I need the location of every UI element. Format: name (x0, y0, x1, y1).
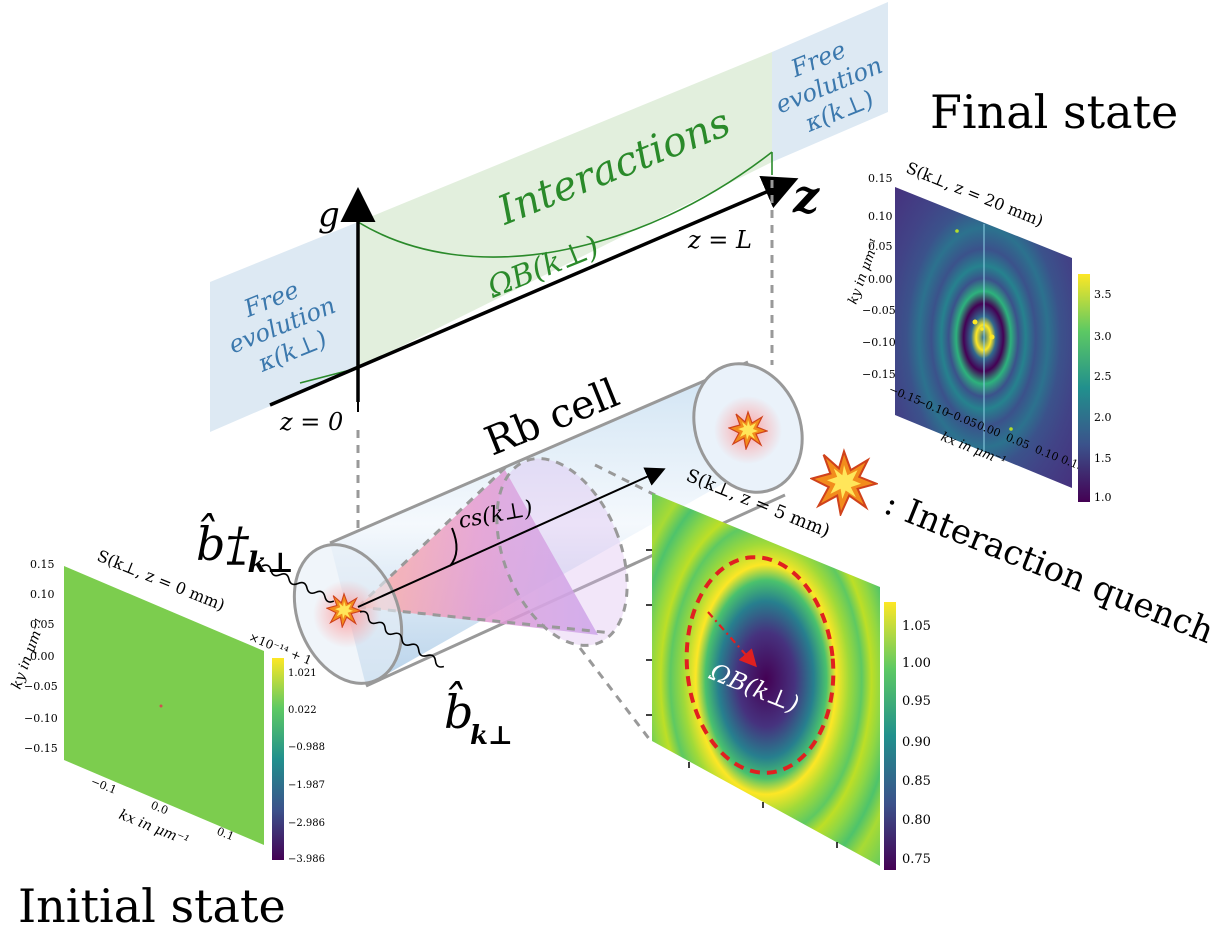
initial-title: Initial state (18, 879, 286, 930)
initial-cbar-tick: −1.987 (288, 780, 325, 791)
mid-cbar-tick: 0.75 (902, 852, 931, 867)
initial-xtick: 0.0 (149, 799, 170, 818)
final-state-plot: Final state S(k⊥, z = 20 mm) 0.15 0.10 0… (846, 85, 1179, 504)
omega-curve (357, 151, 773, 258)
z-L-label: z = L (687, 226, 752, 254)
timeline: g z Interactions ΩB(k⊥) z = 0 z = L Free… (210, 2, 888, 545)
b-dagger-label: b̂† (196, 512, 249, 571)
initial-cbar-tick: 1.021 (288, 668, 317, 679)
final-yticks: 0.15 0.10 0.05 0.00 −0.05 −0.10 −0.15 (862, 172, 896, 381)
final-ylabel: ky in μm⁻¹ (846, 237, 884, 307)
initial-ytick: −0.05 (24, 680, 58, 693)
initial-centre-dot (159, 704, 163, 708)
radius-arrow (707, 611, 757, 668)
final-cbar-tick: 1.5 (1094, 452, 1112, 465)
final-ytick: 0.10 (868, 210, 893, 223)
interaction-band (358, 52, 772, 368)
initial-cbar-tick: −0.988 (288, 742, 325, 753)
quench-ring (684, 555, 836, 775)
cone-section (495, 457, 629, 647)
initial-cbar-ticks: 1.021 0.022 −0.988 −1.987 −2.986 −3.986 (288, 668, 325, 865)
initial-xlabel: kx in μm⁻¹ (117, 807, 192, 850)
final-peak-3 (980, 327, 984, 331)
cylinder-top-edge (329, 360, 749, 545)
initial-ytick: 0.15 (30, 558, 55, 571)
final-ytick: 0.15 (868, 172, 893, 185)
mid-cbar-tick: 1.05 (902, 619, 931, 634)
final-cbar-tick: 3.0 (1094, 330, 1112, 343)
final-cbar-ticks: 3.5 3.0 2.5 2.0 1.5 1.0 (1094, 288, 1112, 504)
rb-cell: cs(k⊥) Rb cell b̂† −k⊥ b̂ k⊥ (196, 360, 804, 751)
initial-ytick: −0.15 (24, 742, 58, 755)
z-zero-label: z = 0 (279, 408, 343, 436)
final-title: Final state (930, 85, 1178, 139)
b-dagger-subscript: −k⊥ (224, 546, 294, 579)
mid-axis-ticks (646, 549, 838, 848)
final-peak-5 (1009, 427, 1013, 431)
mid-cbar-tick: 0.95 (902, 694, 931, 709)
initial-ytick: 0.10 (30, 588, 55, 601)
final-cbar-tick: 2.0 (1094, 411, 1112, 424)
propagation-arrow (357, 467, 666, 608)
final-ytick: −0.10 (862, 336, 896, 349)
mid-plot: S(k⊥, z = 5 mm) ΩB(k⊥) 1.05 1.00 0.95 0.… (646, 465, 931, 870)
projection-to-plot-bottom (578, 647, 652, 741)
free-band-right (772, 2, 888, 162)
initial-colorbar (272, 658, 284, 860)
final-peak-2 (989, 334, 995, 340)
initial-yticks: 0.15 0.10 0.05 0.00 −0.05 −0.10 −0.15 (24, 558, 58, 755)
wavy-line-upper (261, 564, 335, 603)
wavy-line-lower (359, 610, 445, 668)
mid-cbar-ticks: 1.05 1.00 0.95 0.90 0.85 0.80 0.75 (902, 619, 931, 867)
final-ytick: 0.00 (868, 273, 893, 286)
cs-angle-arc (449, 527, 458, 567)
initial-xtick: 0.1 (215, 825, 236, 844)
initial-heatmap (64, 566, 264, 845)
b-label: b̂ (444, 680, 473, 739)
final-colorbar (1078, 274, 1090, 502)
final-ytick: −0.05 (862, 304, 896, 317)
mid-heatmap (652, 493, 880, 866)
mid-cbar-tick: 0.80 (902, 813, 931, 828)
initial-state-plot: S(k⊥, z = 0 mm) 0.15 0.10 0.05 0.00 −0.0… (9, 546, 325, 930)
projection-to-plot-top (594, 463, 656, 497)
explosion-icon (810, 450, 878, 516)
final-peak-1 (972, 319, 978, 325)
free-band-left (210, 222, 358, 432)
z-axis-label: z (792, 169, 820, 223)
mid-cbar-tick: 0.90 (902, 735, 931, 750)
initial-cbar-tick: −3.986 (288, 854, 325, 865)
cone-edge-bottom (357, 605, 613, 635)
mid-colorbar (884, 602, 896, 870)
initial-ytick: −0.10 (24, 712, 58, 725)
initial-ytick: 0.00 (30, 650, 55, 663)
initial-cbar-tick: −2.986 (288, 818, 325, 829)
final-ytick: 0.05 (868, 240, 893, 253)
mid-cbar-tick: 0.85 (902, 774, 931, 789)
final-ytick: −0.15 (862, 368, 896, 381)
z-axis (269, 175, 799, 407)
b-subscript: k⊥ (470, 721, 513, 751)
initial-ytick: 0.05 (30, 618, 55, 631)
final-peak-4 (955, 229, 959, 233)
final-cbar-tick: 3.5 (1094, 288, 1112, 301)
mid-cbar-tick: 1.00 (902, 656, 931, 671)
initial-cbar-tick: 0.022 (288, 705, 317, 716)
final-cbar-tick: 1.0 (1094, 491, 1112, 504)
final-cbar-tick: 2.5 (1094, 370, 1112, 383)
g-axis-label: g (318, 195, 340, 235)
